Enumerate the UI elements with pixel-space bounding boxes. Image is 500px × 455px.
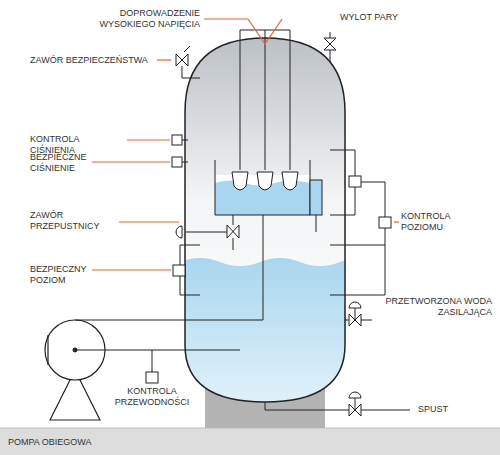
floor bbox=[0, 428, 500, 455]
callout-label: BEZPIECZNE CIŚNIENIE bbox=[30, 152, 90, 175]
callout-label: WYLOT PARY bbox=[340, 12, 430, 23]
callout-label: KONTROLA POZIOMU bbox=[401, 211, 471, 234]
safety-valve bbox=[176, 46, 200, 78]
throttle-valve bbox=[227, 225, 239, 238]
callout-label: ZAWÓR PRZEPUSTNICY bbox=[30, 210, 116, 233]
callout-label: KONTROLA PRZEWODNOŚCI bbox=[104, 386, 200, 409]
steam-valve bbox=[324, 32, 336, 62]
callout-label: POMPA OBIEGOWA bbox=[8, 437, 128, 448]
circulation-pump bbox=[45, 320, 105, 420]
callout-label: BEZPIECZNY POZIOM bbox=[30, 264, 90, 287]
callout-label: DOPROWADZENIE WYSOKIEGO NAPIĘCIA bbox=[78, 8, 200, 31]
feed-valve bbox=[345, 302, 372, 326]
drain-valve bbox=[265, 392, 410, 416]
callout-label: SPUST bbox=[418, 404, 478, 415]
water bbox=[180, 258, 360, 410]
electrodes bbox=[232, 172, 298, 190]
callout-label: PRZETWORZONA WODA ZASILAJĄCA bbox=[372, 296, 492, 319]
callout-label: ZAWÓR BEZPIECZEŃSTWA bbox=[30, 55, 155, 66]
